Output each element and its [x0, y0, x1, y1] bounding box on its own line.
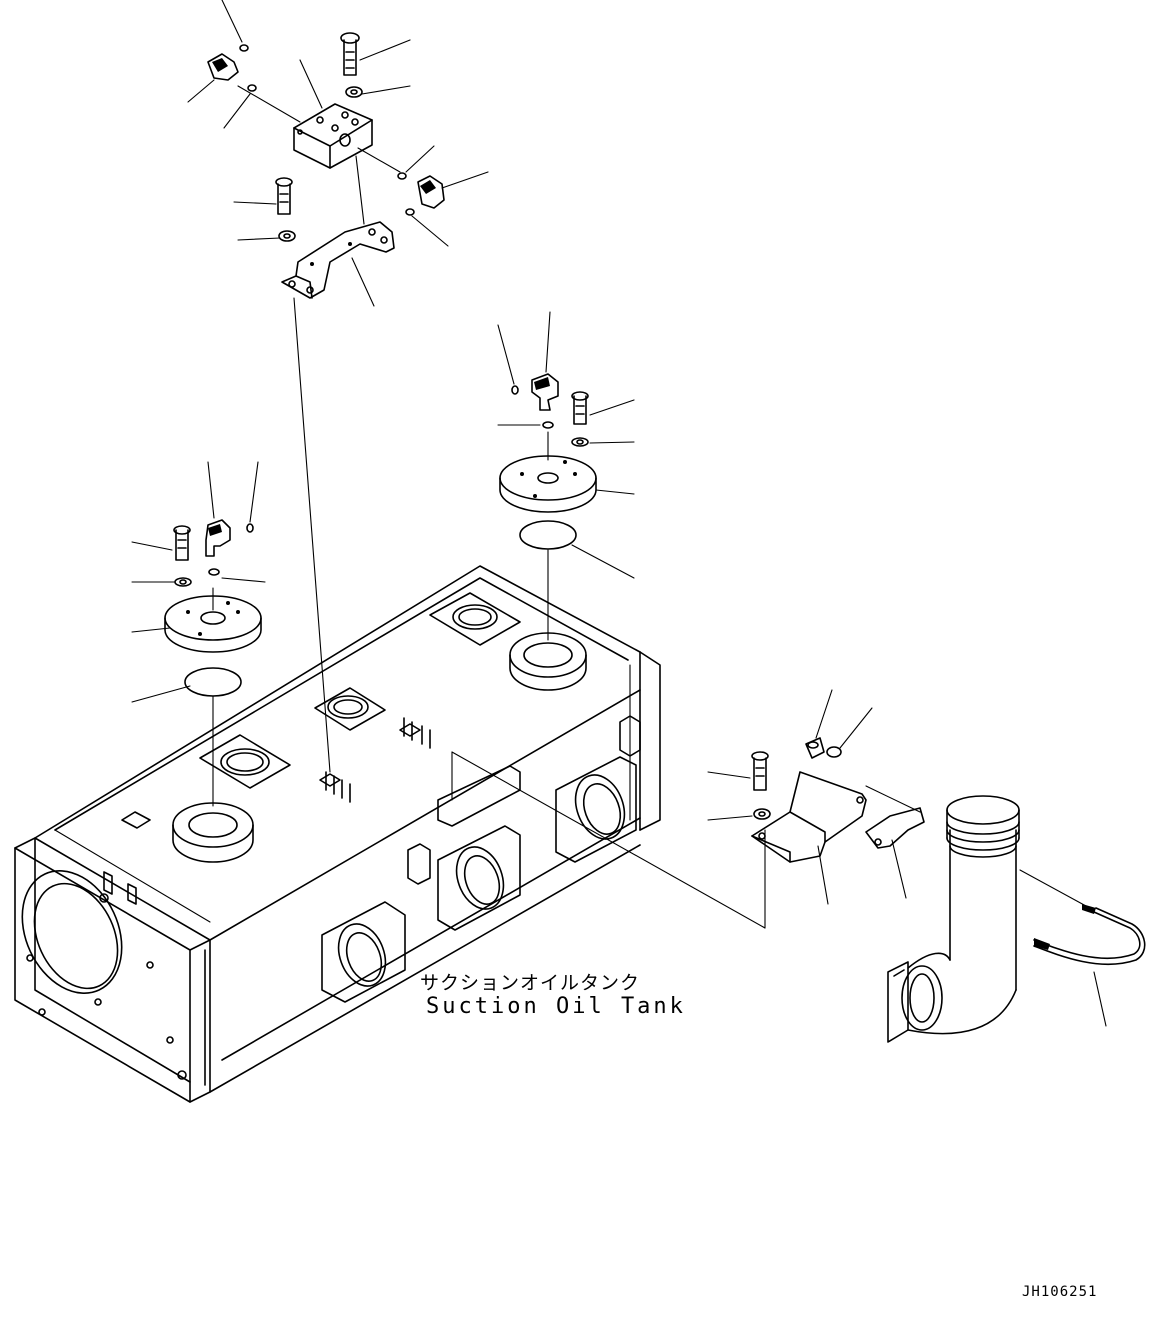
valve-block-group: [187, 0, 489, 773]
suction-oil-tank: [14, 565, 661, 1103]
component-label-jp: サクションオイルタンク: [420, 972, 641, 994]
suction-pipe-group: [887, 795, 1146, 1043]
drawing-code: JH106251: [1022, 1284, 1098, 1300]
right-cover-group: [497, 311, 635, 641]
clamp-bracket-group: [451, 689, 925, 929]
component-label-en: Suction Oil Tank: [426, 994, 686, 1019]
left-cover-group: [131, 461, 266, 807]
